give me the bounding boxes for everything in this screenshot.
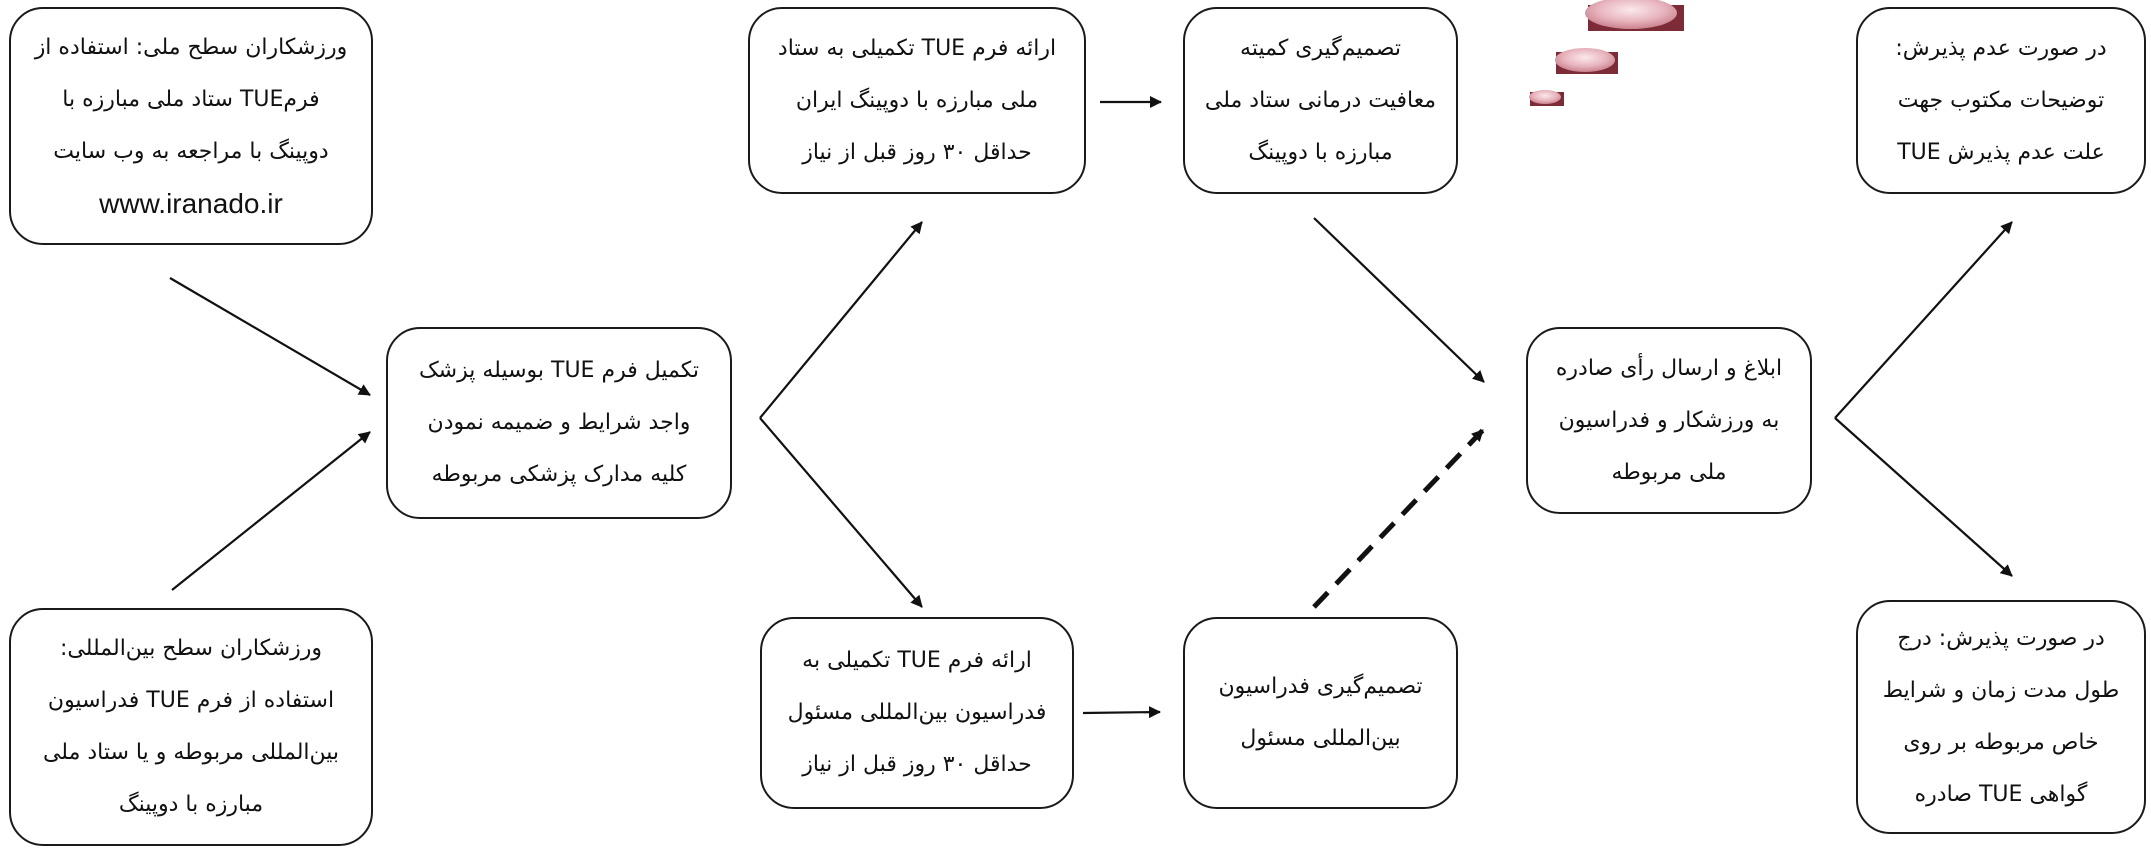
- international-athletes-line-4: مبارزه با دوپینگ: [118, 792, 264, 817]
- federation-decision-line-1: تصمیم‌گیری فدراسیون: [1218, 674, 1423, 699]
- national-athletes-website: www.iranado.ir: [99, 188, 283, 219]
- arrow-committee-to-notification: [1313, 217, 1485, 383]
- national-committee-line-1: تصمیم‌گیری کمیته: [1240, 35, 1401, 61]
- complete-form-line-3: کلیه مدارک پزشکی مربوطه: [431, 462, 687, 487]
- national-committee-line-3: مبارزه با دوپینگ: [1248, 139, 1393, 165]
- submit-national-line-1: ارائه فرم TUE تکمیلی به ستاد: [777, 35, 1057, 61]
- international-federation-decision-box: تصمیم‌گیری فدراسیون بین‌المللی مسئول: [1183, 617, 1458, 809]
- arrow-notification-to-acceptance: [1834, 417, 2013, 577]
- arrow-international-to-form: [171, 431, 371, 591]
- submit-national-line-3: حداقل ۳۰ روز قبل از نیاز: [802, 139, 1032, 165]
- international-athletes-line-1: ورزشکاران سطح بین‌المللی:: [59, 636, 323, 661]
- national-committee-decision-box: تصمیم‌گیری کمیته معافیت درمانی ستاد ملی …: [1183, 7, 1458, 194]
- international-athletes-line-2: استفاده از فرم TUE فدراسیون: [47, 688, 335, 713]
- notification-line-3: ملی مربوطه: [1611, 459, 1727, 485]
- submit-international-line-3: حداقل ۳۰ روز قبل از نیاز: [802, 752, 1032, 777]
- notification-box: ابلاغ و ارسال رأی صادره به ورزشکار و فدر…: [1526, 327, 1812, 514]
- rejection-box: در صورت عدم پذیرش: توضیحات مکتوب جهت علت…: [1856, 7, 2146, 194]
- rejection-line-1: در صورت عدم پذیرش:: [1895, 35, 2107, 61]
- national-athletes-box: ورزشکاران سطح ملی: استفاده از فرمTUE ستا…: [9, 7, 373, 245]
- rejection-line-2: توضیحات مکتوب جهت: [1897, 87, 2105, 113]
- arrow-national-to-form: [169, 277, 371, 396]
- arrow-form-to-international-submit: [759, 417, 923, 608]
- complete-form-box: تکمیل فرم TUE بوسیله پزشک واجد شرایط و ض…: [386, 327, 732, 519]
- acceptance-line-4: گواهی TUE صادره: [1914, 782, 2088, 807]
- complete-form-line-1: تکمیل فرم TUE بوسیله پزشک: [418, 358, 700, 383]
- notification-line-2: به ورزشکار و فدراسیون: [1558, 407, 1780, 433]
- national-athletes-line-3: دوپینگ با مراجعه به وب سایت: [53, 139, 329, 164]
- acceptance-line-3: خاص مربوطه بر روی: [1903, 730, 2099, 755]
- arrow-form-to-national-submit: [759, 221, 923, 419]
- decorative-bubbles: [1529, 0, 1684, 106]
- federation-decision-line-2: بین‌المللی مسئول: [1240, 726, 1401, 751]
- arrow-notification-to-rejection: [1834, 221, 2013, 419]
- submit-national-box: ارائه فرم TUE تکمیلی به ستاد ملی مبارزه …: [748, 7, 1086, 194]
- arrow-international-submit-to-federation: [1082, 706, 1161, 719]
- national-athletes-line-2: فرمTUE ستاد ملی مبارزه با: [62, 87, 320, 112]
- national-committee-line-2: معافیت درمانی ستاد ملی: [1204, 87, 1437, 113]
- international-athletes-line-3: بین‌المللی مربوطه و یا ستاد ملی: [42, 740, 340, 765]
- submit-international-line-2: فدراسیون بین‌المللی مسئول: [787, 700, 1047, 725]
- submit-national-line-2: ملی مبارزه با دوپینگ ایران: [795, 87, 1039, 113]
- submit-international-box: ارائه فرم TUE تکمیلی به فدراسیون بین‌الم…: [760, 617, 1074, 809]
- notification-line-1: ابلاغ و ارسال رأی صادره: [1555, 355, 1783, 381]
- acceptance-line-2: طول مدت زمان و شرایط: [1882, 678, 2120, 703]
- acceptance-box: در صورت پذیرش: درج طول مدت زمان و شرایط …: [1856, 600, 2146, 834]
- complete-form-line-2: واجد شرایط و ضمیمه نمودن: [427, 410, 691, 435]
- arrow-federation-to-notification-dashed: [1312, 428, 1485, 609]
- submit-international-line-1: ارائه فرم TUE تکمیلی به: [802, 648, 1032, 673]
- national-athletes-line-1: ورزشکاران سطح ملی: استفاده از: [34, 35, 348, 60]
- rejection-line-3: علت عدم پذیرش TUE: [1897, 139, 2105, 165]
- international-athletes-box: ورزشکاران سطح بین‌المللی: استفاده از فرم…: [9, 608, 373, 846]
- acceptance-line-1: در صورت پذیرش: درج: [1897, 626, 2105, 651]
